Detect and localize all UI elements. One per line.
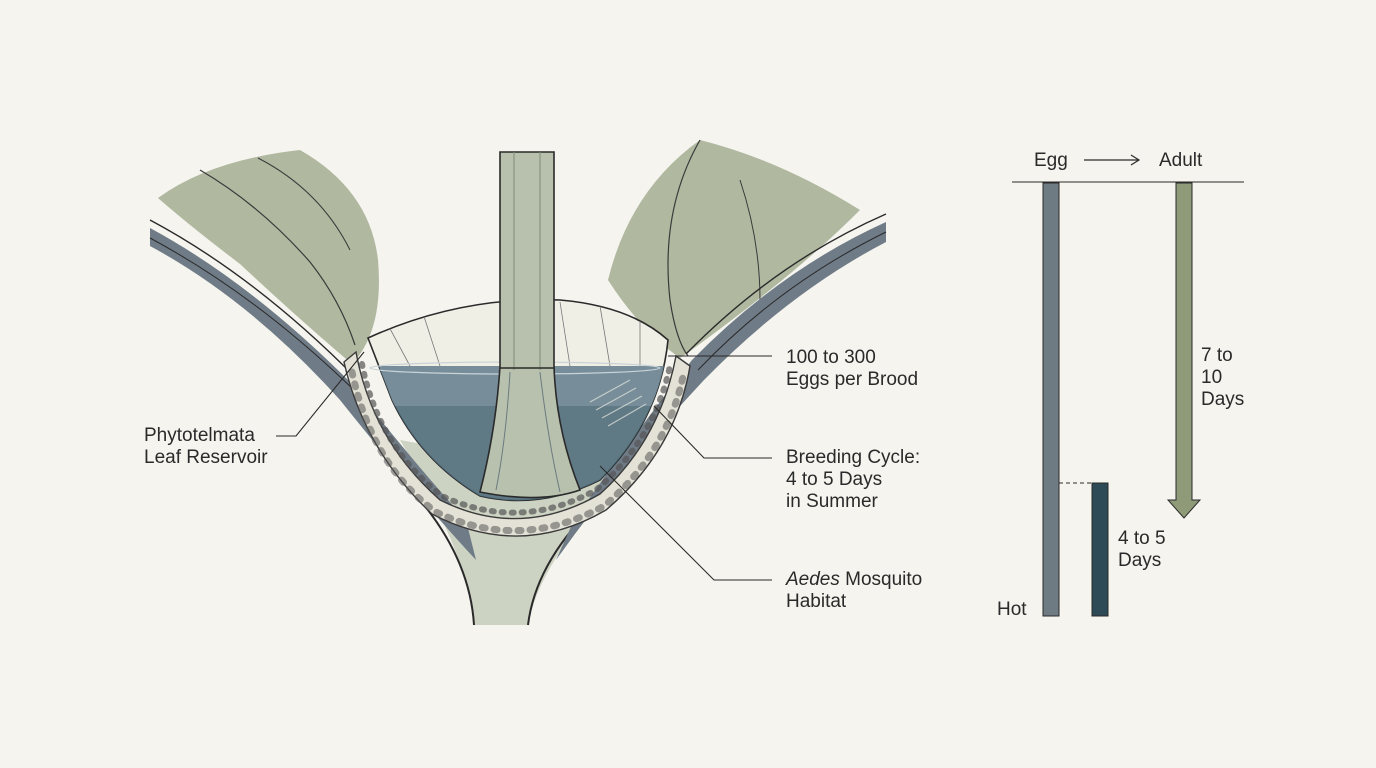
hot-cycle-label: 4 to 5 Days [1118, 528, 1166, 571]
cell-tissue [343, 350, 691, 537]
leader-cycle [653, 405, 772, 459]
timeline-start-label: Egg [1034, 150, 1068, 171]
condition-hot-label: Hot [997, 599, 1027, 620]
outer-leaf-left [158, 150, 379, 364]
leader-habitat [599, 465, 772, 581]
leader-lines [276, 351, 772, 581]
leader-reservoir [276, 351, 365, 437]
central-stem [479, 151, 582, 499]
outer-leaf-right [608, 139, 860, 358]
callout-leaf-reservoir: Phytotelmata Leaf Reservoir [144, 425, 268, 468]
leaf-sheath-left [149, 219, 476, 560]
callout-eggs-per-brood: 100 to 300 Eggs per Brood [786, 347, 919, 390]
normal-cycle-label: 7 to 10 Days [1201, 345, 1245, 410]
callout-mosquito-habitat: Aedes Mosquito Habitat [786, 569, 923, 612]
callout-breeding-cycle: Breeding Cycle: 4 to 5 Days in Summer [786, 447, 921, 512]
timeline-end-label: Adult [1159, 150, 1203, 171]
leaf-sheath-right [556, 213, 887, 560]
genus-name: Aedes [786, 569, 840, 590]
